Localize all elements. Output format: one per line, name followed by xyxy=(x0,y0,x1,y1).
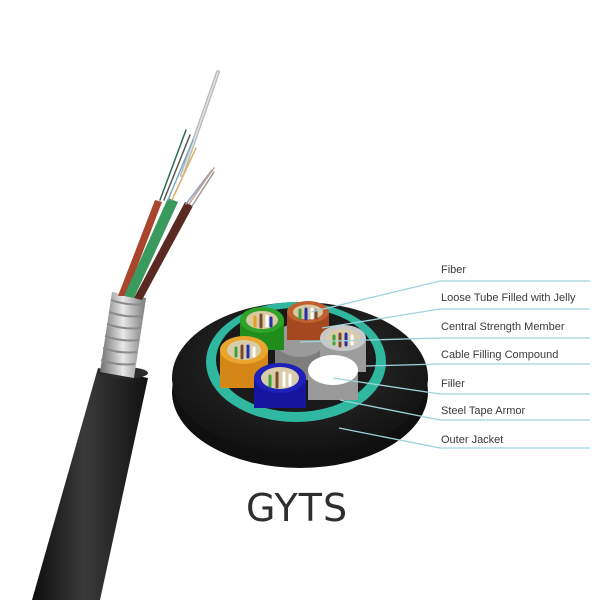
cross-section xyxy=(172,301,428,468)
leader-central-strength-member xyxy=(299,337,590,343)
leader-fiber xyxy=(310,280,590,313)
leader-steel-tape-armor xyxy=(339,399,590,421)
label-outer-jacket: Outer Jacket xyxy=(441,434,504,446)
cable-loose-tubes xyxy=(118,198,193,300)
leader-cable-filling-compound xyxy=(365,363,590,367)
leader-loose-tube xyxy=(321,308,590,329)
leader-filler xyxy=(332,377,590,395)
cable-fibers xyxy=(159,70,220,207)
cable-jacket xyxy=(32,367,148,600)
filler-rod xyxy=(308,355,358,385)
label-cable-filling-compound: Cable Filling Compound xyxy=(441,349,559,361)
leader-outer-jacket xyxy=(338,427,590,449)
label-filler: Filler xyxy=(441,378,465,390)
label-steel-tape-armor: Steel Tape Armor xyxy=(441,405,526,417)
cable-armor xyxy=(100,292,146,378)
label-fiber: Fiber xyxy=(441,264,467,276)
label-central-strength-member: Central Strength Member xyxy=(441,321,565,333)
leader-lines xyxy=(299,280,590,449)
label-loose-tube: Loose Tube Filled with Jelly xyxy=(441,292,576,304)
diagram-title: GYTS xyxy=(246,486,349,530)
